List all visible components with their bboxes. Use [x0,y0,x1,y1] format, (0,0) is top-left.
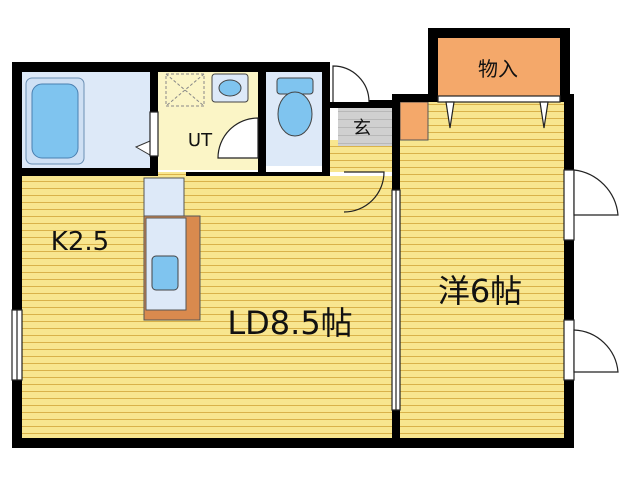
storage-closet [436,38,560,98]
wash-basin-bowl [218,79,242,97]
unit-bath-label: UT [188,130,213,151]
toilet-bowl [277,91,313,137]
shoe-cabinet [399,101,429,141]
storage-label: 物入 [478,57,518,81]
entrance-tile [338,108,392,146]
washer-cross-2 [165,73,205,107]
ld-floor [20,172,392,440]
washer-cross [165,73,205,107]
bathtub-basin [31,83,79,159]
western-room-floor [400,102,566,440]
kitchen-label: K2.5 [51,227,109,257]
doors [11,62,619,411]
ld-label: LD8.5帖 [227,304,352,342]
refrigerator-space [143,177,185,217]
western-room-label: 洋6帖 [438,272,522,310]
entrance-label: 玄 [353,118,371,139]
sink [151,255,179,291]
